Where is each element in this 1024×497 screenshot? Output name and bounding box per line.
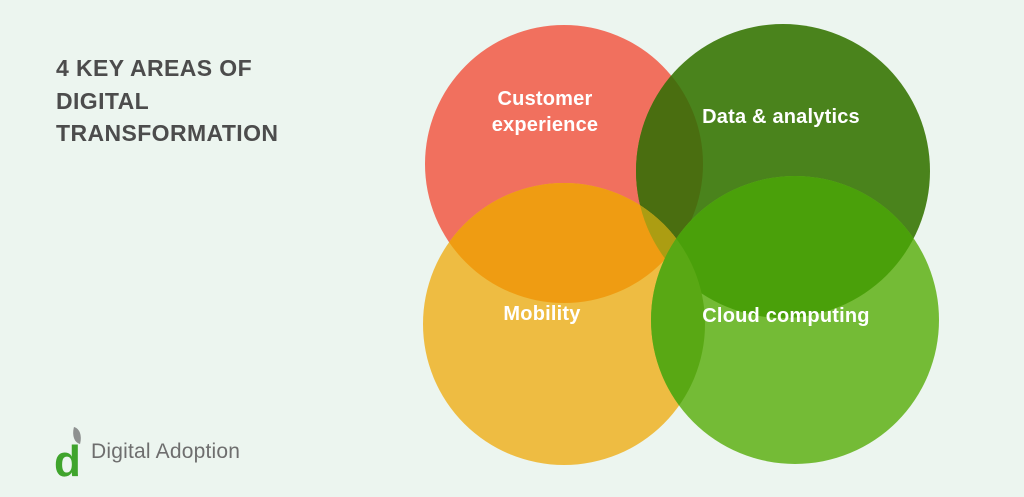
logo: d Digital Adoption (54, 427, 241, 484)
label-data-analytics: Data & analytics (702, 106, 860, 128)
label-cloud-computing: Cloud computing (702, 305, 870, 327)
label-mobility: Mobility (503, 303, 581, 325)
label-customer-experience: Customer experience (491, 88, 599, 136)
page-title-line-3: TRANSFORMATION (56, 120, 279, 147)
page-title: 4 KEY AREAS OF DIGITAL TRANSFORMATION (56, 52, 316, 150)
overlap-customer-mobility (425, 183, 703, 303)
page-title-line-1: 4 KEY AREAS OF (56, 55, 253, 81)
overlap-data-cloud (651, 176, 930, 318)
logo-mark: d (54, 427, 84, 484)
logo-d-glyph: d (54, 437, 81, 486)
logo-text: Digital Adoption (91, 440, 241, 463)
page-title-line-2: DIGITAL (56, 87, 150, 114)
